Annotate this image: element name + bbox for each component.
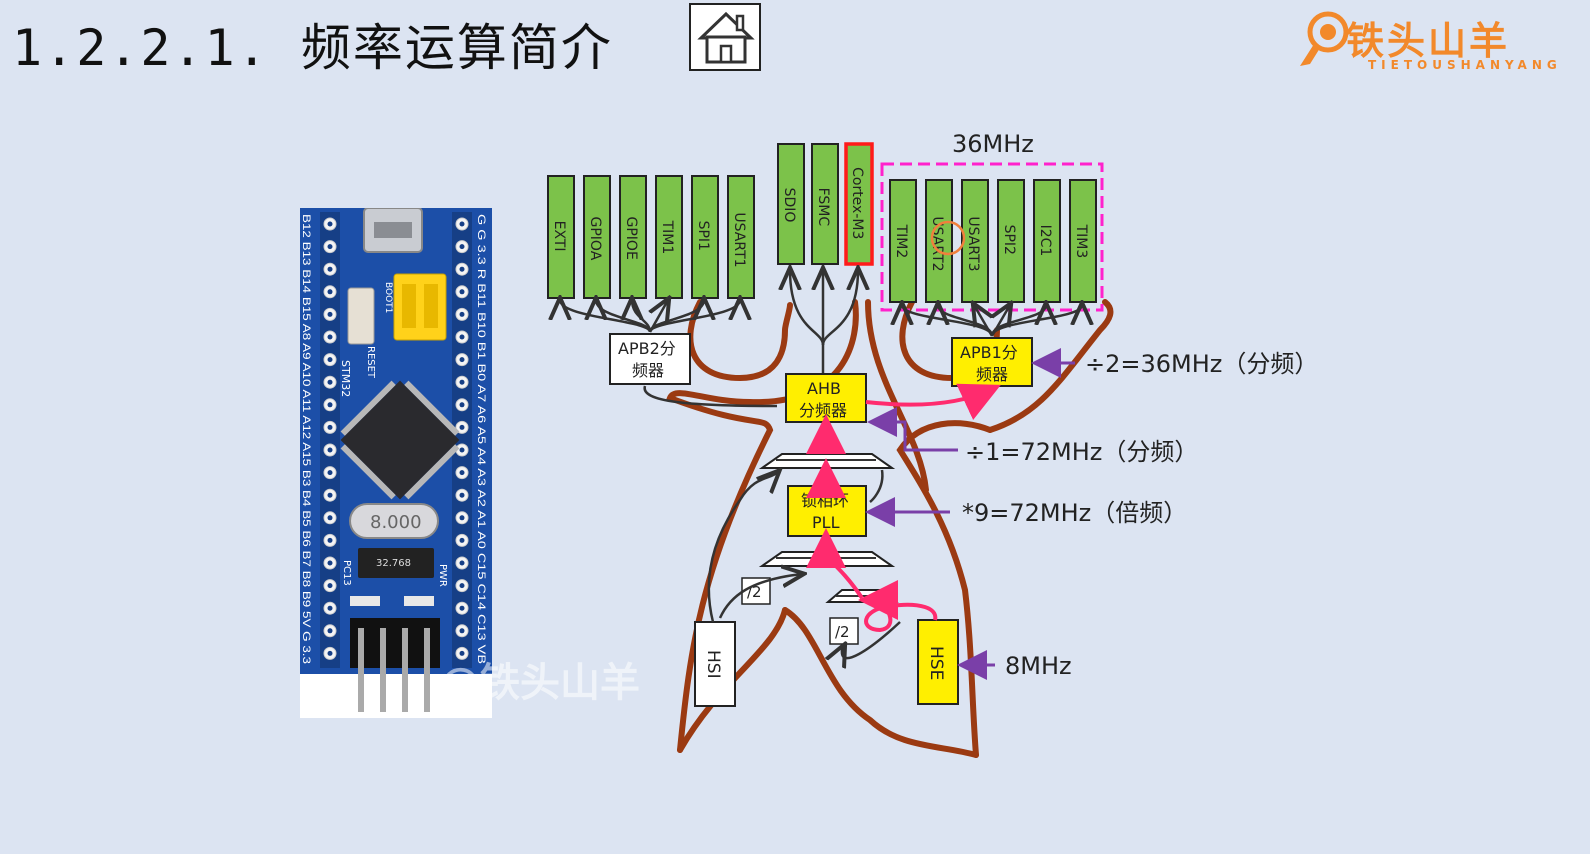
rtc-crystal-label: 32.768 (376, 558, 411, 569)
peripheral-sdio-label: SDIO (781, 188, 797, 223)
peripheral-tim3-label: TIM3 (1073, 224, 1089, 259)
svg-text:/2: /2 (835, 623, 850, 641)
svg-text:锁相环: 锁相环 (801, 491, 849, 510)
boot-label: BOOT1 (383, 282, 393, 313)
ahb-prescaler-block: AHB 分频器 (786, 374, 866, 422)
peripheral-usart1: USART1 (728, 176, 754, 298)
logo-text: 铁头山羊 (1346, 10, 1510, 65)
peripheral-tim2-label: TIM2 (893, 224, 909, 259)
left-pin-labels: B12 B13 B14 B15 A8 A9 A10 A11 A12 A15 B3… (300, 214, 312, 664)
peripheral-i2c1-label: I2C1 (1037, 225, 1053, 257)
peripheral-spi2-label: SPI2 (1001, 225, 1017, 255)
hse-annotation: 8MHz (1005, 652, 1072, 680)
peripheral-exti-label: EXTI (551, 221, 567, 252)
peripheral-usart3: USART3 (962, 180, 988, 302)
reset-label: RESET (365, 346, 376, 379)
ahb-annotation: ÷1=72MHz（分频） (965, 438, 1198, 466)
peripheral-sdio: SDIO (778, 144, 804, 264)
peripheral-cortex-m3-label: Cortex-M3 (849, 167, 865, 239)
peripheral-tim1: TIM1 (656, 176, 682, 298)
peripheral-spi1: SPI1 (692, 176, 718, 298)
hse-block: HSE (918, 620, 958, 704)
pll-annotation: *9=72MHz（倍频） (962, 499, 1187, 527)
peripheral-usart2: USART2 (926, 180, 952, 302)
pwr-label: PWR (437, 564, 448, 587)
home-button[interactable] (689, 3, 761, 71)
peripheral-tim1-label: TIM1 (659, 220, 675, 255)
peripheral-usart1-label: USART1 (731, 212, 747, 267)
apb1-annotation: ÷2=36MHz（分频） (1085, 350, 1318, 378)
svg-text:APB1分: APB1分 (960, 343, 1018, 362)
logo-subtext: TIETOUSHANYANG (1368, 58, 1562, 72)
peripheral-gpioe: GPIOE (620, 176, 646, 298)
peripheral-usart3-label: USART3 (965, 216, 981, 271)
apb1-frequency-label: 36MHz (952, 130, 1034, 158)
svg-text:AHB: AHB (807, 379, 841, 398)
peripheral-tim3: TIM3 (1070, 180, 1096, 302)
goat-logo-icon (1298, 8, 1352, 70)
svg-text:PLL: PLL (812, 513, 840, 532)
pc13-label: PC13 (341, 560, 352, 586)
peripheral-gpioa: GPIOA (584, 176, 610, 298)
house-icon (697, 10, 755, 66)
peripheral-fsmc-label: FSMC (815, 188, 831, 227)
hse-divider: /2 (830, 618, 858, 644)
peripheral-spi1-label: SPI1 (695, 221, 711, 251)
svg-text:HSI: HSI (703, 650, 723, 679)
peripheral-exti: EXTI (548, 176, 574, 298)
apb2-prescaler-block: APB2分 频器 (610, 334, 690, 384)
boot-jumper (394, 274, 446, 340)
svg-text:频器: 频器 (632, 361, 664, 380)
peripheral-tim2: TIM2 (890, 180, 916, 302)
reset-button-image (348, 288, 374, 344)
page-title: 1.2.2.1. 频率运算简介 (12, 8, 613, 80)
svg-text:HSE: HSE (926, 646, 946, 680)
svg-text:APB2分: APB2分 (618, 339, 676, 358)
apb1-peripheral-group: TIM2 USART2 USART3 SPI2 I2C1 TIM3 (890, 180, 1096, 302)
apb1-prescaler-block: APB1分 频器 (952, 338, 1032, 386)
left-pin-row (320, 212, 340, 668)
brand-label: STM32 (339, 360, 352, 397)
stm32-board-image: B12 B13 B14 B15 A8 A9 A10 A11 A12 A15 B3… (300, 208, 492, 718)
hsi-block: HSI (695, 622, 735, 706)
svg-text:频器: 频器 (976, 365, 1008, 384)
peripheral-spi2: SPI2 (998, 180, 1024, 302)
svg-text:分频器: 分频器 (799, 401, 847, 420)
peripheral-usart2-label: USART2 (929, 216, 945, 271)
brand-logo: 铁头山羊 TIETOUSHANYANG (1298, 8, 1578, 74)
pll-block: 锁相环 PLL (788, 486, 866, 536)
peripheral-i2c1: I2C1 (1034, 180, 1060, 302)
right-pin-labels: G G 3.3 R B11 B10 B1 B0 A7 A6 A5 A4 A3 A… (475, 214, 487, 664)
tree-outline (670, 302, 1110, 755)
peripheral-gpioa-label: GPIOA (587, 217, 603, 261)
peripheral-cortex-m3: Cortex-M3 (846, 144, 872, 264)
crystal-label: 8.000 (370, 512, 422, 533)
apb2-peripheral-group: EXTI GPIOA GPIOE TIM1 SPI1 USART1 (548, 176, 754, 298)
ahb-peripheral-group: SDIO FSMC Cortex-M3 (778, 144, 872, 264)
peripheral-gpioe-label: GPIOE (623, 217, 639, 260)
peripheral-fsmc: FSMC (812, 144, 838, 264)
clock-tree-diagram: EXTI GPIOA GPIOE TIM1 SPI1 USART1 SDIO FSMC Cor… (540, 130, 1350, 780)
